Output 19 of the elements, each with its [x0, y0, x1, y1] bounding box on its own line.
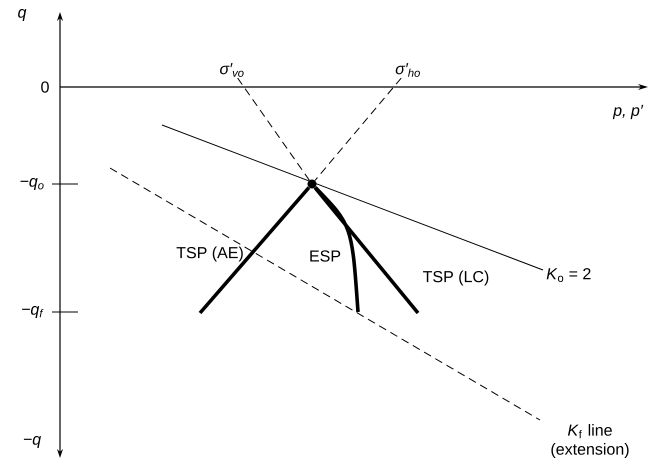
projection-line	[237, 78, 310, 181]
axis-label: p, p′	[612, 104, 644, 120]
path-label: TSP (AE)	[176, 246, 243, 262]
stress-label: σ′$_{ho}$	[396, 63, 420, 77]
stress-path	[198, 186, 310, 314]
projection-line	[314, 78, 402, 181]
axis-label: 0	[41, 81, 49, 93]
axis-label: −q	[24, 436, 41, 448]
line-label: K$_{f}$ line (extension)	[551, 424, 629, 458]
path-label: ESP	[310, 250, 340, 262]
line-label: K$_{o}$ = 2	[546, 268, 590, 282]
path-label: TSP (LC)	[423, 270, 488, 286]
tick-label: −q$_{o}$	[20, 178, 44, 190]
stress-path	[314, 186, 360, 312]
tick-label: −q$_{f}$	[22, 306, 44, 318]
stress-label: σ′$_{vo}$	[220, 63, 244, 77]
stress-path	[314, 186, 420, 314]
axis-label: q	[18, 9, 26, 21]
stress-point	[308, 180, 316, 188]
